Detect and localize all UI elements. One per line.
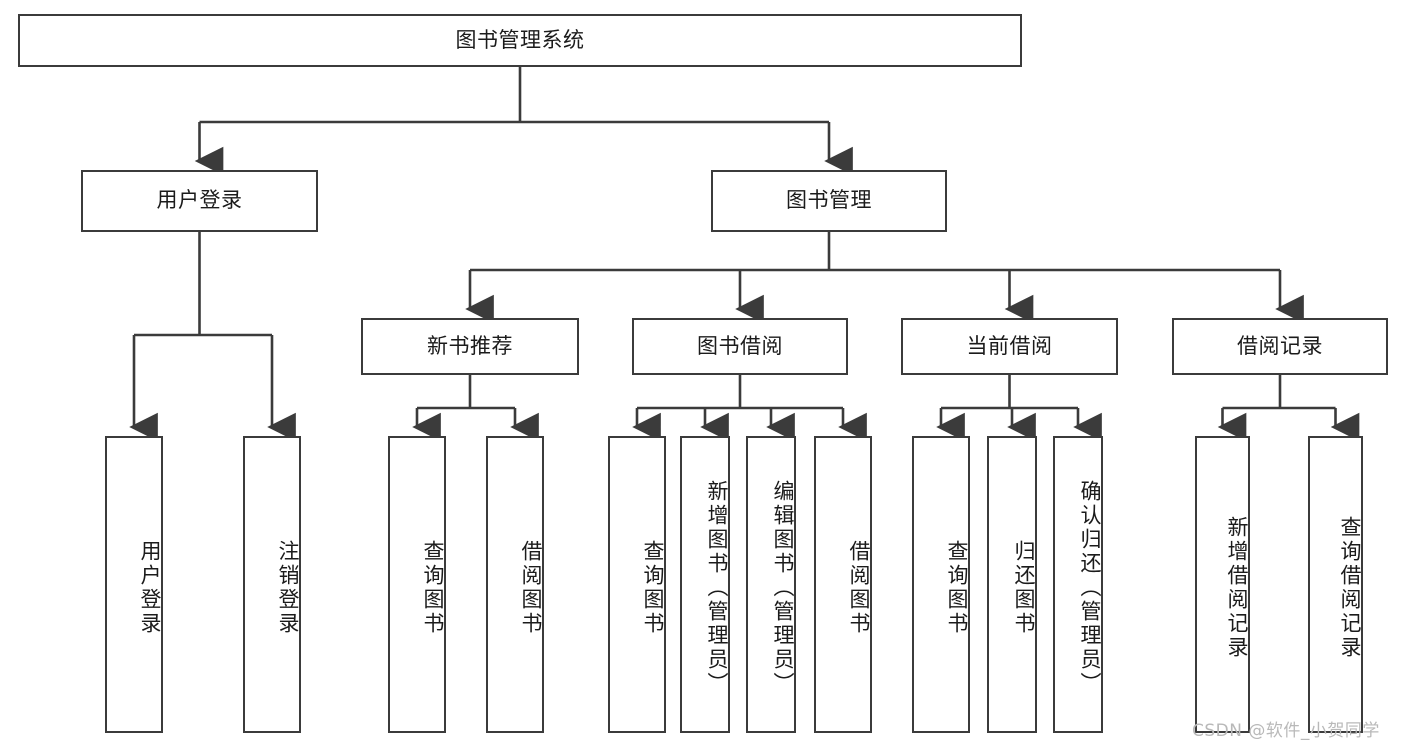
leaf-borrow-book-2[interactable]: 借阅图书 (814, 436, 872, 733)
leaf-query-book-3[interactable]: 查询图书 (912, 436, 970, 733)
leaf-borrow-book-1-label: 借阅图书 (519, 539, 543, 636)
watermark-text: CSDN @软件_小贺同学 (1192, 721, 1380, 741)
node-borrow-records[interactable]: 借阅记录 (1172, 318, 1388, 375)
leaf-add-record-label: 新增借阅记录 (1225, 515, 1249, 660)
leaf-logout[interactable]: 注销登录 (243, 436, 301, 733)
csdn-watermark: CSDN @软件_小贺同学 (1192, 716, 1380, 741)
node-user-login[interactable]: 用户登录 (81, 170, 318, 232)
node-current-borrow[interactable]: 当前借阅 (901, 318, 1118, 375)
leaf-return-book-label: 归还图书 (1012, 539, 1036, 636)
leaf-logout-label: 注销登录 (276, 539, 300, 636)
leaf-query-book-2[interactable]: 查询图书 (608, 436, 666, 733)
leaf-edit-book[interactable]: 编辑图书（管理员） (746, 436, 796, 733)
leaf-add-book-label: 新增图书（管理员） (705, 479, 729, 696)
node-new-book-recommend[interactable]: 新书推荐 (361, 318, 579, 375)
node-book-manage-label: 图书管理 (786, 188, 872, 213)
leaf-user-login-label: 用户登录 (138, 539, 162, 636)
node-root[interactable]: 图书管理系统 (18, 14, 1022, 67)
node-new-book-recommend-label: 新书推荐 (427, 333, 513, 358)
node-book-manage[interactable]: 图书管理 (711, 170, 947, 232)
node-user-login-label: 用户登录 (156, 188, 243, 213)
connector-lines (129, 67, 1360, 442)
leaf-add-record[interactable]: 新增借阅记录 (1195, 436, 1250, 733)
leaf-borrow-book-2-label: 借阅图书 (847, 539, 871, 636)
leaf-query-book-1-label: 查询图书 (421, 539, 445, 636)
leaf-query-record-label: 查询借阅记录 (1338, 515, 1362, 660)
leaf-edit-book-label: 编辑图书（管理员） (771, 479, 795, 696)
node-root-label: 图书管理系统 (455, 27, 585, 52)
leaf-return-book[interactable]: 归还图书 (987, 436, 1037, 733)
leaf-confirm-return-label: 确认归还（管理员） (1078, 479, 1102, 696)
leaf-query-book-2-label: 查询图书 (641, 539, 665, 636)
node-book-borrow-label: 图书借阅 (697, 333, 783, 358)
leaf-borrow-book-1[interactable]: 借阅图书 (486, 436, 544, 733)
leaf-user-login[interactable]: 用户登录 (105, 436, 163, 733)
leaf-query-book-1[interactable]: 查询图书 (388, 436, 446, 733)
node-current-borrow-label: 当前借阅 (966, 333, 1053, 358)
node-borrow-records-label: 借阅记录 (1237, 333, 1323, 358)
node-book-borrow[interactable]: 图书借阅 (632, 318, 848, 375)
leaf-query-book-3-label: 查询图书 (945, 539, 969, 636)
leaf-confirm-return[interactable]: 确认归还（管理员） (1053, 436, 1103, 733)
leaf-query-record[interactable]: 查询借阅记录 (1308, 436, 1363, 733)
leaf-add-book[interactable]: 新增图书（管理员） (680, 436, 730, 733)
